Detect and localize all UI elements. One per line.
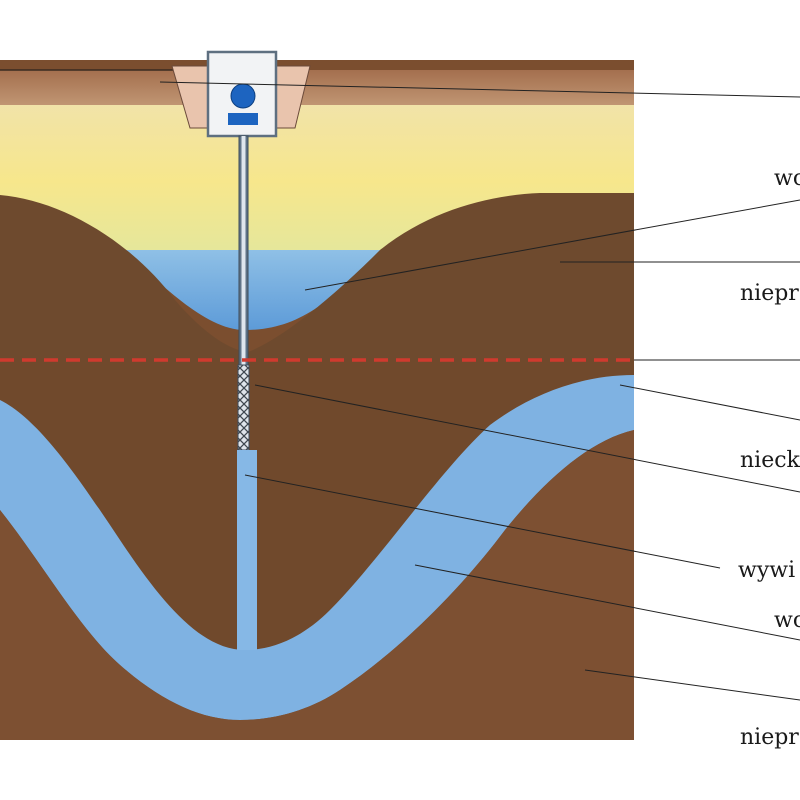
label-niepr-lower: niepr bbox=[740, 725, 799, 750]
bottom-impermeable-layer bbox=[0, 430, 634, 740]
well-screen bbox=[237, 364, 250, 451]
upper-impermeable-left bbox=[0, 195, 248, 360]
label-niepr-upper: niepr bbox=[740, 281, 799, 306]
middle-impermeable-layer bbox=[0, 360, 634, 650]
leader-line-2 bbox=[304, 199, 800, 291]
label-wo-lower: wo bbox=[774, 608, 800, 633]
label-nieck: nieck bbox=[740, 448, 800, 473]
well-casing-inner bbox=[241, 136, 246, 368]
lower-aquifer bbox=[0, 375, 634, 720]
pump-icon bbox=[230, 83, 256, 109]
leader-line-5 bbox=[619, 384, 800, 421]
upper-water-lens bbox=[120, 250, 380, 330]
leader-line-1 bbox=[159, 81, 800, 98]
pump-base bbox=[228, 113, 258, 125]
label-wywi: wywi bbox=[738, 558, 796, 583]
topsoil-layer bbox=[0, 70, 634, 110]
leader-line-6 bbox=[254, 384, 800, 493]
upper-impermeable-right bbox=[248, 193, 634, 360]
label-wo-upper: wo bbox=[774, 166, 800, 191]
borehole-water-column bbox=[237, 450, 257, 650]
leader-line-7 bbox=[244, 474, 721, 569]
leader-line-9 bbox=[584, 669, 800, 701]
leader-line-8 bbox=[414, 564, 800, 641]
